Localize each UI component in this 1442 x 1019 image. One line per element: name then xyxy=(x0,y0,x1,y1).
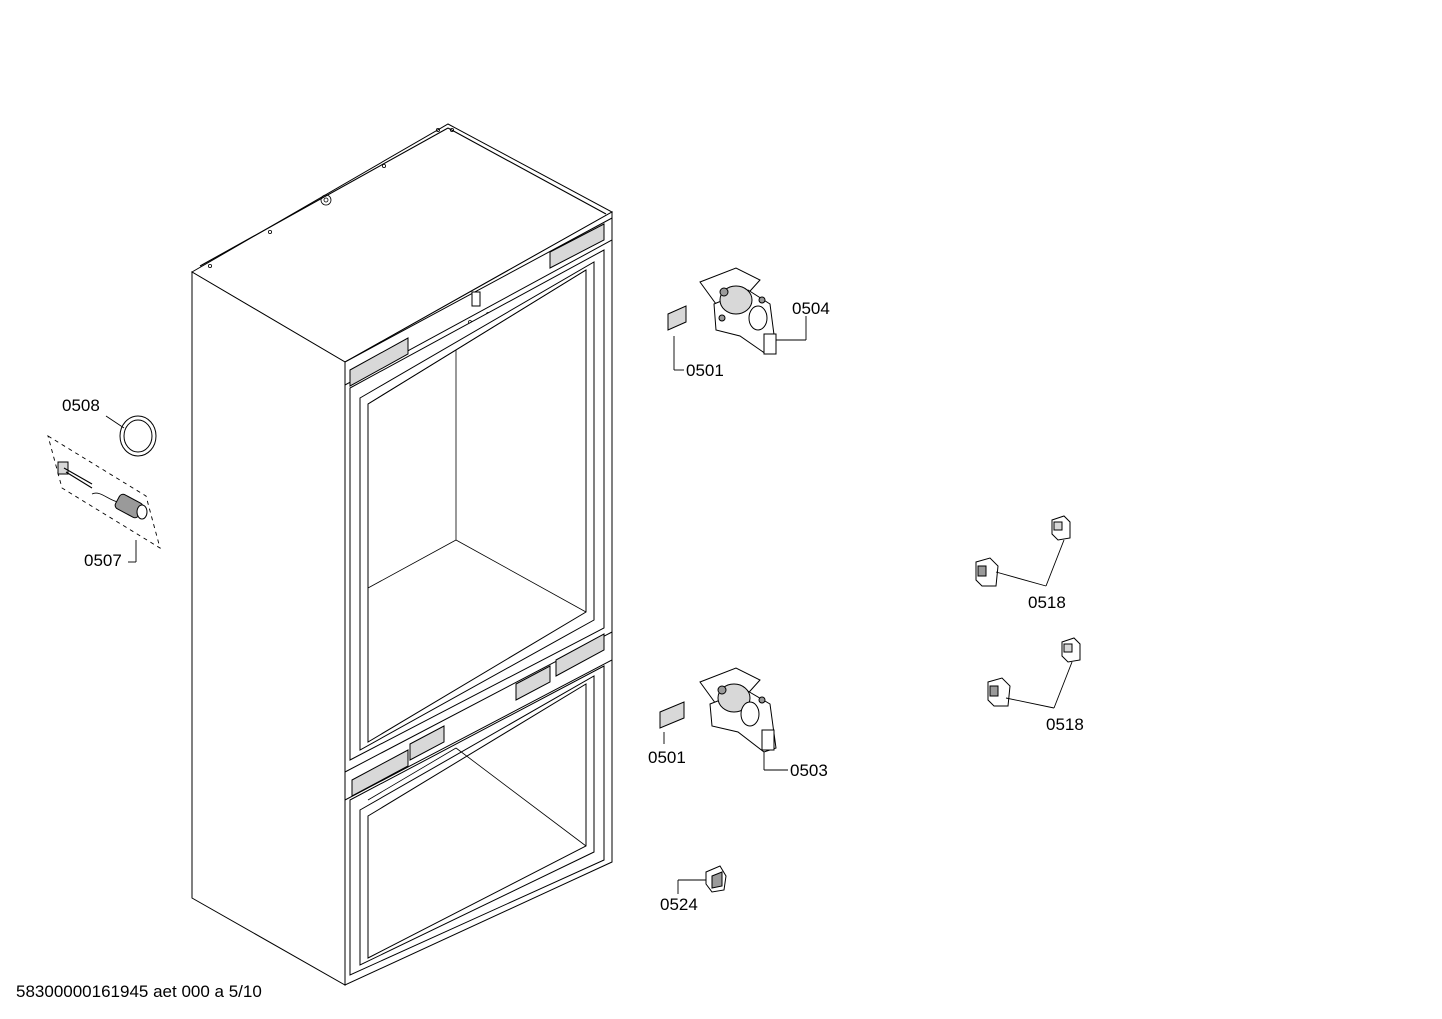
part-0507-assembly[interactable] xyxy=(47,435,161,563)
callout-0507: 0507 xyxy=(84,551,122,570)
refrigerator-cabinet xyxy=(191,123,614,986)
callout-0501-bottom: 0501 xyxy=(648,748,686,767)
callout-0518-lower: 0518 xyxy=(1046,715,1084,734)
part-0524-bracket[interactable] xyxy=(677,865,727,894)
part-0501-label-bottom[interactable] xyxy=(659,701,685,744)
callout-0501-top: 0501 xyxy=(686,361,724,380)
part-0503-lower-hinge[interactable] xyxy=(699,667,788,771)
part-0518-clip-set-lower[interactable] xyxy=(987,637,1081,709)
document-id: 58300000161945 aet 000 a 5/10 xyxy=(16,982,262,1001)
part-0501-label-top[interactable] xyxy=(667,305,687,371)
callout-0524: 0524 xyxy=(660,895,698,914)
callout-0504: 0504 xyxy=(792,299,830,318)
part-0508-ring[interactable] xyxy=(105,415,157,457)
callout-0518-upper: 0518 xyxy=(1028,593,1066,612)
part-0504-upper-hinge[interactable] xyxy=(699,267,807,355)
part-0518-clip-set-upper[interactable] xyxy=(975,515,1071,587)
callout-0508: 0508 xyxy=(62,396,100,415)
callout-0503: 0503 xyxy=(790,761,828,780)
